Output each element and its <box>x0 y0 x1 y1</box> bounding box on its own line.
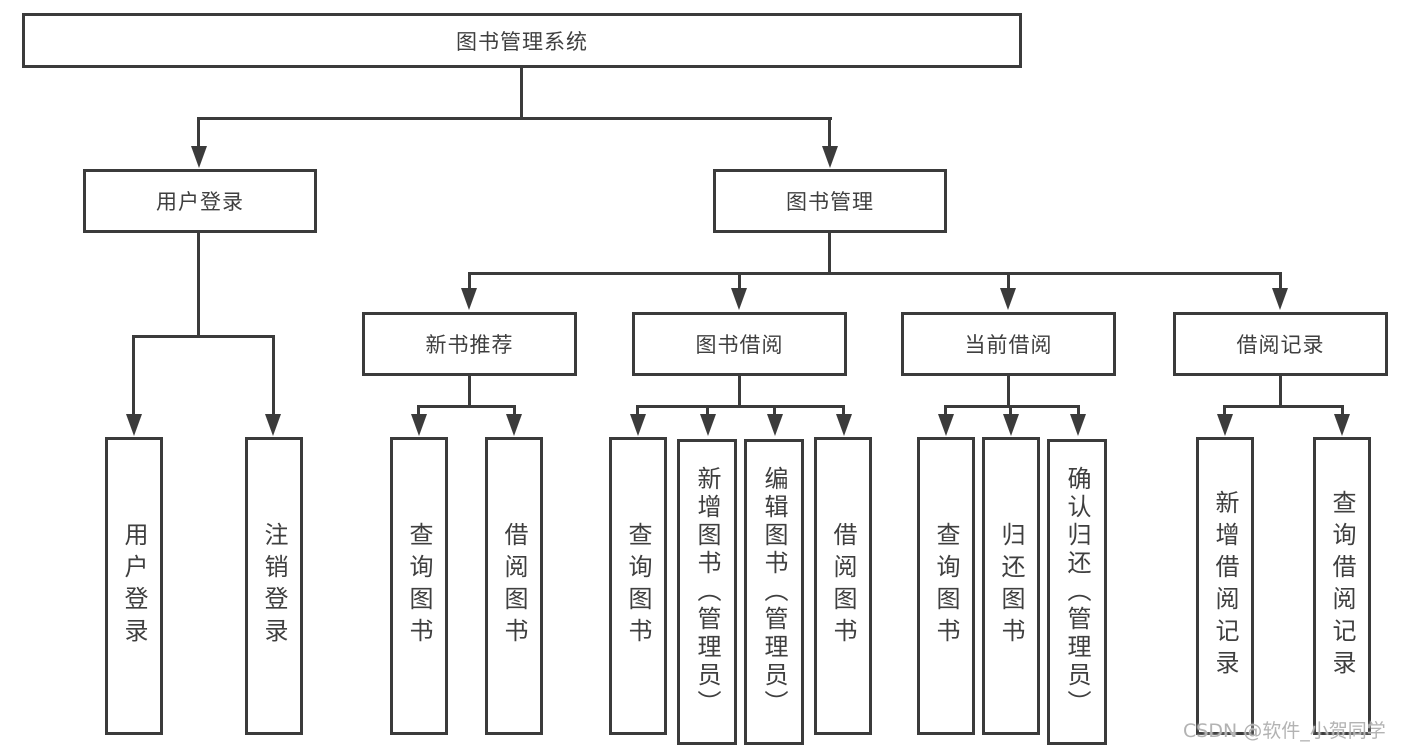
connector-user-login-rail <box>132 335 275 338</box>
leaf-add-books-admin: 新增图书（管理员） <box>677 439 737 745</box>
connector-br-rail <box>1223 405 1344 408</box>
arrow-down-icon <box>836 414 852 436</box>
arrow-down-icon <box>630 414 646 436</box>
connector-drop <box>706 405 709 416</box>
connector-drop <box>842 405 845 416</box>
leaf-user-login: 用户登录 <box>105 437 163 735</box>
connector-br-stem <box>1279 376 1282 405</box>
connector-book-mgmt-stem <box>828 233 831 272</box>
node-user-login: 用户登录 <box>83 169 317 233</box>
leaf-borrow-books: 借阅图书 <box>485 437 543 735</box>
arrow-down-icon <box>1003 414 1019 436</box>
node-book-borrowing: 图书借阅 <box>632 312 847 376</box>
csdn-watermark: CSDN @软件_小贺同学 <box>1183 720 1386 742</box>
arrow-down-icon <box>191 146 207 168</box>
connector-drop-user-login <box>197 117 200 148</box>
connector-drop-leaf-user-login <box>132 335 135 414</box>
connector-drop <box>1341 405 1344 416</box>
connector-user-login-stem <box>197 233 200 335</box>
arrow-down-icon <box>1000 288 1016 310</box>
arrow-down-icon <box>938 414 954 436</box>
arrow-down-icon <box>1070 414 1086 436</box>
node-book-management: 图书管理 <box>713 169 947 233</box>
node-root-library-system: 图书管理系统 <box>22 13 1022 68</box>
connector-drop-new-book-rec <box>468 272 471 290</box>
connector-bb-stem <box>738 376 741 405</box>
connector-drop <box>636 405 639 416</box>
connector-drop <box>1223 405 1226 416</box>
connector-bb-rail <box>636 405 845 408</box>
arrow-down-icon <box>265 414 281 436</box>
leaf-confirm-return-admin: 确认归还（管理员） <box>1047 439 1107 745</box>
leaf-logout: 注销登录 <box>245 437 303 735</box>
connector-nbr-rail <box>417 405 516 408</box>
connector-drop <box>773 405 776 416</box>
arrow-down-icon <box>1217 414 1233 436</box>
leaf-return-books: 归还图书 <box>982 437 1040 735</box>
arrow-down-icon <box>700 414 716 436</box>
connector-drop <box>417 405 420 416</box>
connector-drop <box>1077 405 1080 416</box>
arrow-down-icon <box>1334 414 1350 436</box>
connector-nbr-stem <box>468 376 471 405</box>
leaf-query-books: 查询图书 <box>609 437 667 735</box>
arrow-down-icon <box>461 288 477 310</box>
connector-cb-stem <box>1007 376 1010 405</box>
leaf-query-books: 查询图书 <box>917 437 975 735</box>
arrow-down-icon <box>506 414 522 436</box>
arrow-down-icon <box>767 414 783 436</box>
arrow-down-icon <box>126 414 142 436</box>
arrow-down-icon <box>822 146 838 168</box>
connector-drop-book-mgmt <box>828 117 831 148</box>
connector-drop <box>1009 405 1012 416</box>
connector-drop <box>513 405 516 416</box>
leaf-add-borrow-record: 新增借阅记录 <box>1196 437 1254 735</box>
leaf-borrow-books: 借阅图书 <box>814 437 872 735</box>
connector-drop-book-borrow <box>738 272 741 290</box>
connector-drop <box>944 405 947 416</box>
connector-drop-borrow-records <box>1279 272 1282 290</box>
connector-drop-current-borrow <box>1007 272 1010 290</box>
leaf-query-borrow-record: 查询借阅记录 <box>1313 437 1371 735</box>
connector-book-mgmt-rail <box>468 272 1282 275</box>
connector-root-rail <box>197 117 832 120</box>
node-current-borrowing: 当前借阅 <box>901 312 1116 376</box>
leaf-query-books: 查询图书 <box>390 437 448 735</box>
arrow-down-icon <box>411 414 427 436</box>
node-borrowing-records: 借阅记录 <box>1173 312 1388 376</box>
arrow-down-icon <box>1272 288 1288 310</box>
leaf-edit-books-admin: 编辑图书（管理员） <box>744 439 804 745</box>
connector-root-stem <box>520 68 523 117</box>
arrow-down-icon <box>731 288 747 310</box>
connector-drop-leaf-logout <box>272 335 275 414</box>
connector-cb-rail <box>944 405 1080 408</box>
node-new-book-recommendation: 新书推荐 <box>362 312 577 376</box>
